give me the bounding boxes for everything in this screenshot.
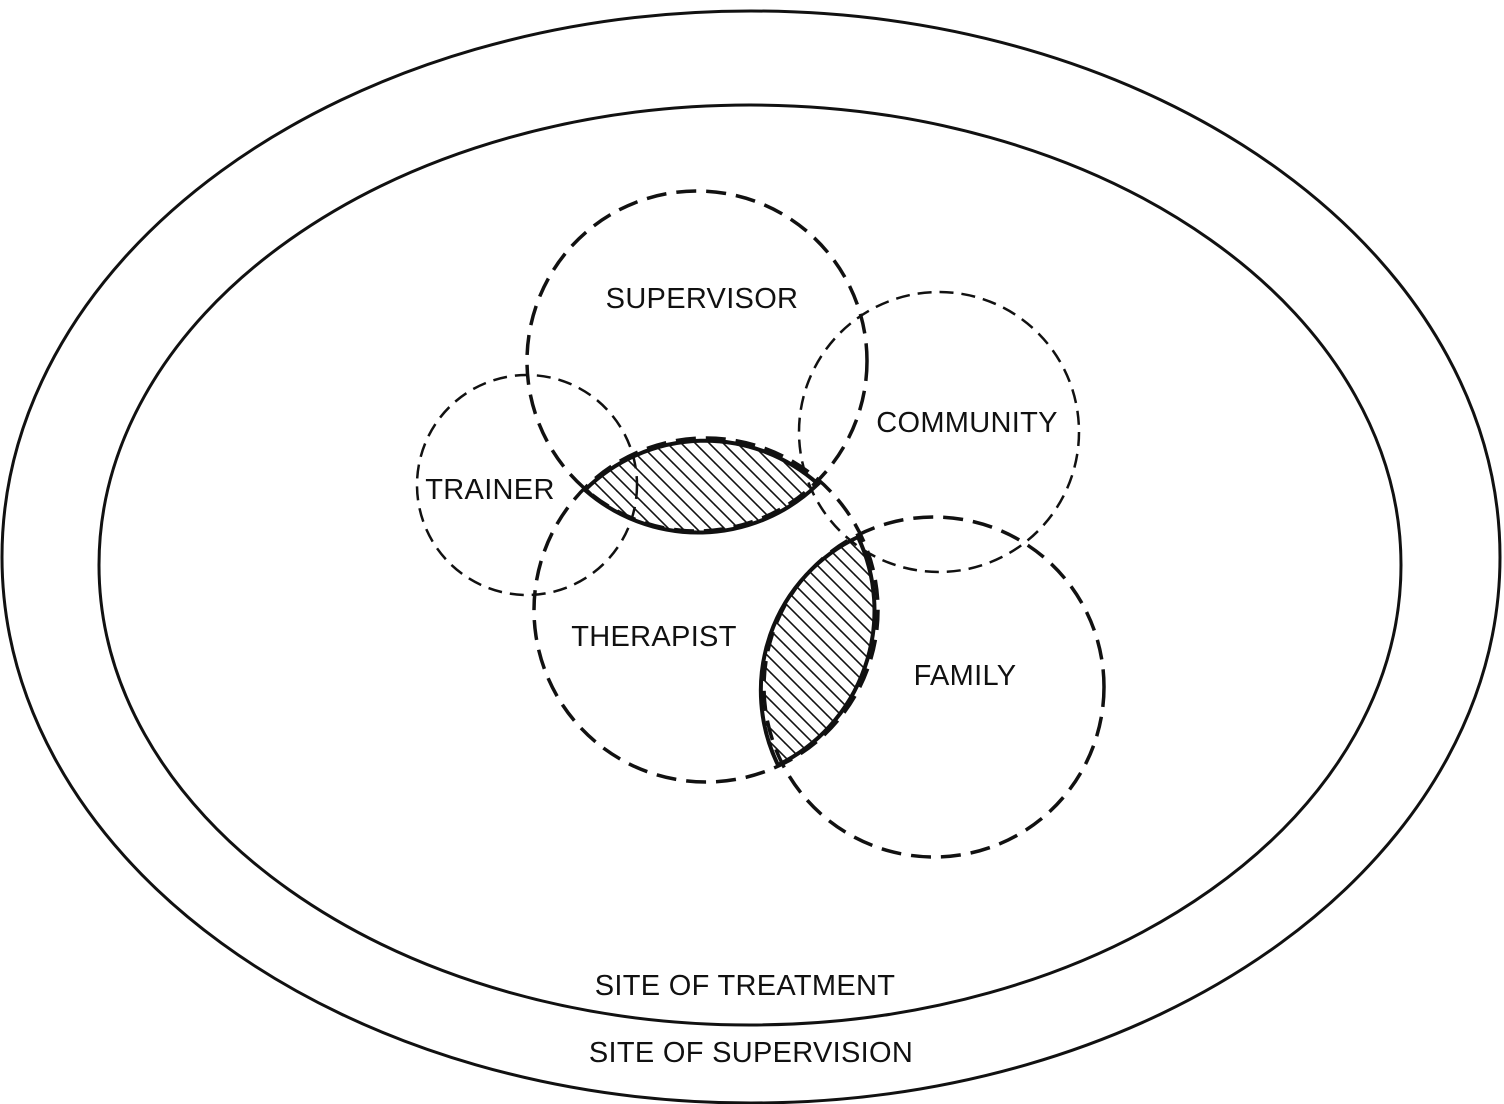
- family-circle: [762, 515, 1106, 859]
- family-label: FAMILY: [914, 660, 1017, 692]
- supervisor-label: SUPERVISOR: [606, 283, 799, 315]
- site-of-treatment-label: SITE OF TREATMENT: [595, 970, 895, 1002]
- therapist-family-overlap: [758, 534, 877, 768]
- therapist-label: THERAPIST: [571, 621, 736, 653]
- supervisor-circle: [525, 189, 869, 533]
- site-of-supervision-label: SITE OF SUPERVISION: [589, 1037, 913, 1069]
- community-label: COMMUNITY: [876, 407, 1058, 439]
- site-of-treatment-ellipse: [97, 103, 1403, 1027]
- trainer-label: TRAINER: [425, 474, 554, 506]
- supervisor-therapist-overlap: [582, 438, 821, 535]
- community-circle: [797, 290, 1081, 574]
- site-of-supervision-ellipse: [0, 9, 1502, 1104]
- therapist-circle: [532, 436, 880, 784]
